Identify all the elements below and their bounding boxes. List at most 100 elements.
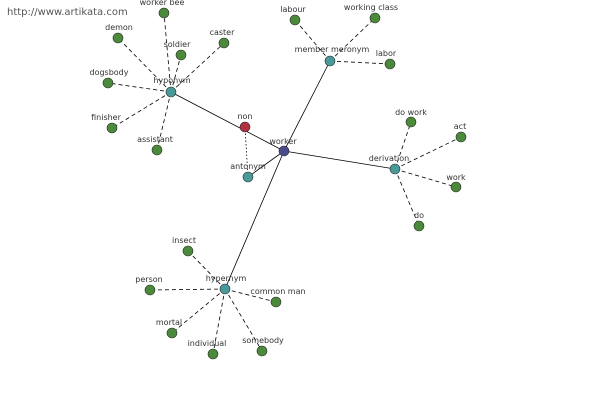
relation-node-hypernym-dot[interactable] [219,283,231,295]
graph-edges [107,12,462,355]
leaf-node-non-label: non [237,112,252,121]
leaf-node-mortal[interactable]: mortal [156,318,182,339]
edge-hyponym-top-demon [117,37,172,93]
edge-hyponym-top-assistant [156,91,172,151]
leaf-node-individual[interactable]: individual [188,339,227,360]
edge-hypernym-somebody [224,288,263,352]
edge-center-hypernym [224,150,285,290]
relation-node-hyponym-top-dot[interactable] [165,86,177,98]
edge-derivation-do-work [394,121,412,170]
leaf-node-worker-bee-dot[interactable] [158,7,170,19]
leaf-node-finisher-dot[interactable] [106,122,118,134]
leaf-node-somebody[interactable]: somebody [242,336,284,357]
edge-member-meronym-labour [294,19,331,62]
edge-hypernym-common-man [224,288,277,303]
center-node-worker[interactable]: worker [269,137,297,157]
relation-node-hypernym-label: hypernym [206,274,247,283]
leaf-node-do-work-label: do work [395,108,427,117]
leaf-node-common-man-label: common man [250,287,305,296]
leaf-node-dogsbody-label: dogsbody [89,68,128,77]
relation-node-member-meronym[interactable]: member meronym [295,45,370,67]
leaf-node-soldier[interactable]: soldier [164,40,192,61]
relation-node-derivation-dot[interactable] [389,163,401,175]
leaf-node-soldier-dot[interactable] [175,49,187,61]
leaf-node-common-man-dot[interactable] [270,296,282,308]
edge-antonym-non [244,126,249,178]
edge-derivation-work [394,168,457,188]
relation-node-antonym-label: antonym [230,162,266,171]
edge-center-member-meronym [283,60,331,152]
leaf-node-non[interactable]: non [237,112,253,133]
leaf-node-do-work-dot[interactable] [405,116,417,128]
leaf-node-labour[interactable]: labour [280,5,306,26]
leaf-node-labour-label: labour [280,5,306,14]
leaf-node-act-dot[interactable] [455,131,467,143]
edge-hyponym-top-caster [170,42,225,93]
leaf-node-act-label: act [454,122,466,131]
edge-derivation-do [394,168,420,227]
leaf-node-work-dot[interactable] [450,181,462,193]
leaf-node-non-dot[interactable] [239,121,251,133]
leaf-node-dogsbody[interactable]: dogsbody [89,68,129,89]
edge-center-derivation [283,150,396,170]
leaf-node-do-work[interactable]: do work [395,108,427,128]
relation-node-member-meronym-dot[interactable] [324,55,336,67]
graph-nodes: hyponym worker bee demon soldier caster dogsb… [89,0,467,360]
leaf-node-somebody-label: somebody [242,336,284,345]
leaf-node-labor-dot[interactable] [384,58,396,70]
leaf-node-assistant-dot[interactable] [151,144,163,156]
relation-node-antonym[interactable]: antonym [230,162,266,183]
leaf-node-labour-dot[interactable] [289,14,301,26]
edge-member-meronym-working-class [329,17,376,62]
leaf-node-do[interactable]: do [413,211,425,232]
leaf-node-demon-label: demon [105,23,133,32]
leaf-node-individual-dot[interactable] [207,348,219,360]
leaf-node-person-dot[interactable] [144,284,156,296]
leaf-node-mortal-dot[interactable] [166,327,178,339]
leaf-node-finisher[interactable]: finisher [91,113,122,134]
leaf-node-dogsbody-dot[interactable] [102,77,114,89]
edge-hypernym-insect [187,250,226,290]
relation-node-antonym-dot[interactable] [242,171,254,183]
leaf-node-working-class-dot[interactable] [369,12,381,24]
leaf-node-labor[interactable]: labor [376,49,397,70]
leaf-node-assistant[interactable]: assistant [137,135,173,156]
leaf-node-person[interactable]: person [135,275,163,296]
leaf-node-insect-dot[interactable] [182,245,194,257]
leaf-node-insect[interactable]: insect [172,236,196,257]
leaf-node-person-label: person [135,275,162,284]
leaf-node-insect-label: insect [172,236,196,245]
relation-node-hyponym-top-label: hyponym [153,76,191,85]
relation-node-hyponym-top[interactable]: hyponym [153,76,191,98]
leaf-node-demon[interactable]: demon [105,23,133,44]
leaf-node-common-man[interactable]: common man [250,287,306,308]
leaf-node-somebody-dot[interactable] [256,345,268,357]
edge-hyponym-top-worker-bee [163,12,172,93]
leaf-node-working-class[interactable]: working class [344,3,398,24]
leaf-node-caster[interactable]: caster [210,28,236,49]
leaf-node-work-label: work [446,173,466,182]
watermark[interactable]: http://www.artikata.com [0,4,128,18]
edge-member-meronym-labor [329,60,391,65]
relation-node-derivation-label: derivation [369,154,409,163]
leaf-node-caster-dot[interactable] [218,37,230,49]
leaf-node-assistant-label: assistant [137,135,173,144]
edge-center-antonym [247,150,285,178]
relation-node-hypernym[interactable]: hypernym [206,274,247,295]
leaf-node-caster-label: caster [210,28,236,37]
relation-node-derivation[interactable]: derivation [369,154,409,175]
center-node-worker-dot[interactable] [278,145,290,157]
watermark-text[interactable]: http://www.artikata.com [7,7,128,18]
leaf-node-do-dot[interactable] [413,220,425,232]
leaf-node-labor-label: labor [376,49,397,58]
leaf-node-act[interactable]: act [454,122,467,143]
relation-node-member-meronym-label: member meronym [295,45,370,54]
leaf-node-worker-bee[interactable]: worker bee [140,0,185,19]
leaf-node-work[interactable]: work [446,173,466,193]
leaf-node-demon-dot[interactable] [112,32,124,44]
leaf-node-individual-label: individual [188,339,227,348]
edge-hyponym-top-soldier [170,54,182,93]
edge-hypernym-person [149,288,226,291]
leaf-node-worker-bee-label: worker bee [140,0,185,7]
